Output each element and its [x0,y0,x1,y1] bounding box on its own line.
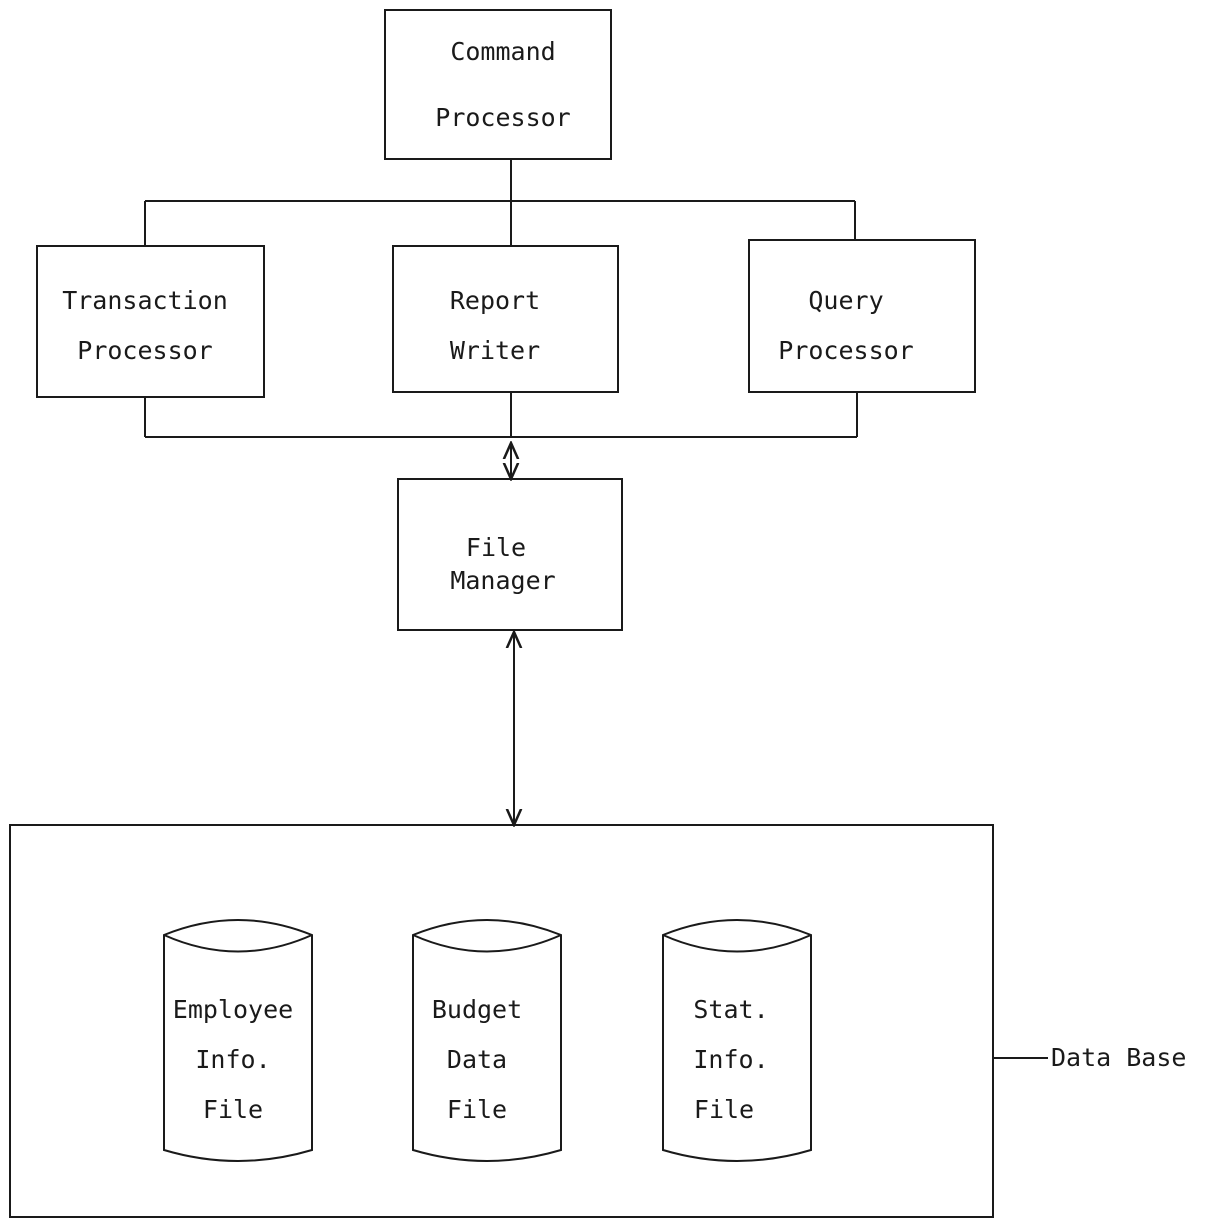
command-processor-node: Command Processor [384,9,612,160]
file-label-line2: Info. [693,1045,768,1074]
query-processor-box [748,239,976,393]
file-label-line3: File [203,1095,263,1124]
transaction-processor-box [36,245,265,398]
file-manager-box [397,478,623,631]
transaction-processor-node: Transaction Processor [36,245,265,398]
report-writer-box [392,245,619,393]
query-processor-node: Query Processor [748,239,976,393]
file-cylinder-employee: Employee Info. File [163,919,313,1162]
cylinder-outline [412,919,562,1162]
data-base-label: Data Base [1051,1043,1186,1072]
cylinder-top-rim [412,934,562,953]
command-connector [144,159,856,246]
cylinder-top-rim [163,934,313,953]
file-manager-label-line1: File [466,533,526,562]
file-label-line1: Budget [432,995,522,1024]
file-label-line3: File [447,1095,507,1124]
file-manager-node: File Manager [397,478,623,631]
report-writer-label-line2: Writer [450,336,540,365]
report-writer-label-line1: Report [450,286,540,315]
command-processor-box [384,9,612,160]
file-label-line1: Stat. [693,995,768,1024]
file-label-line2: Info. [195,1045,270,1074]
report-writer-node: Report Writer [392,245,619,393]
file-label-line3: File [694,1095,754,1124]
file-manager-label-line2: Manager [450,566,555,595]
file-cylinder-stat: Stat. Info. File [662,919,812,1162]
cylinder-outline [163,919,313,1162]
command-processor-label-line2: Processor [435,103,570,132]
file-manager-connector [144,392,858,479]
data-base-container: Data Base [9,824,1186,1218]
file-label-line1: Employee [173,995,293,1024]
command-processor-label-line1: Command [450,37,555,66]
file-cylinder-budget: Budget Data File [412,919,562,1162]
cylinder-outline [662,919,812,1162]
cylinder-top-rim [662,934,812,953]
transaction-processor-label-line2: Processor [77,336,212,365]
query-processor-label-line1: Query [808,286,883,315]
transaction-processor-label-line1: Transaction [62,286,228,315]
data-base-box [9,824,994,1218]
file-label-line2: Data [447,1045,507,1074]
query-processor-label-line2: Processor [778,336,913,365]
